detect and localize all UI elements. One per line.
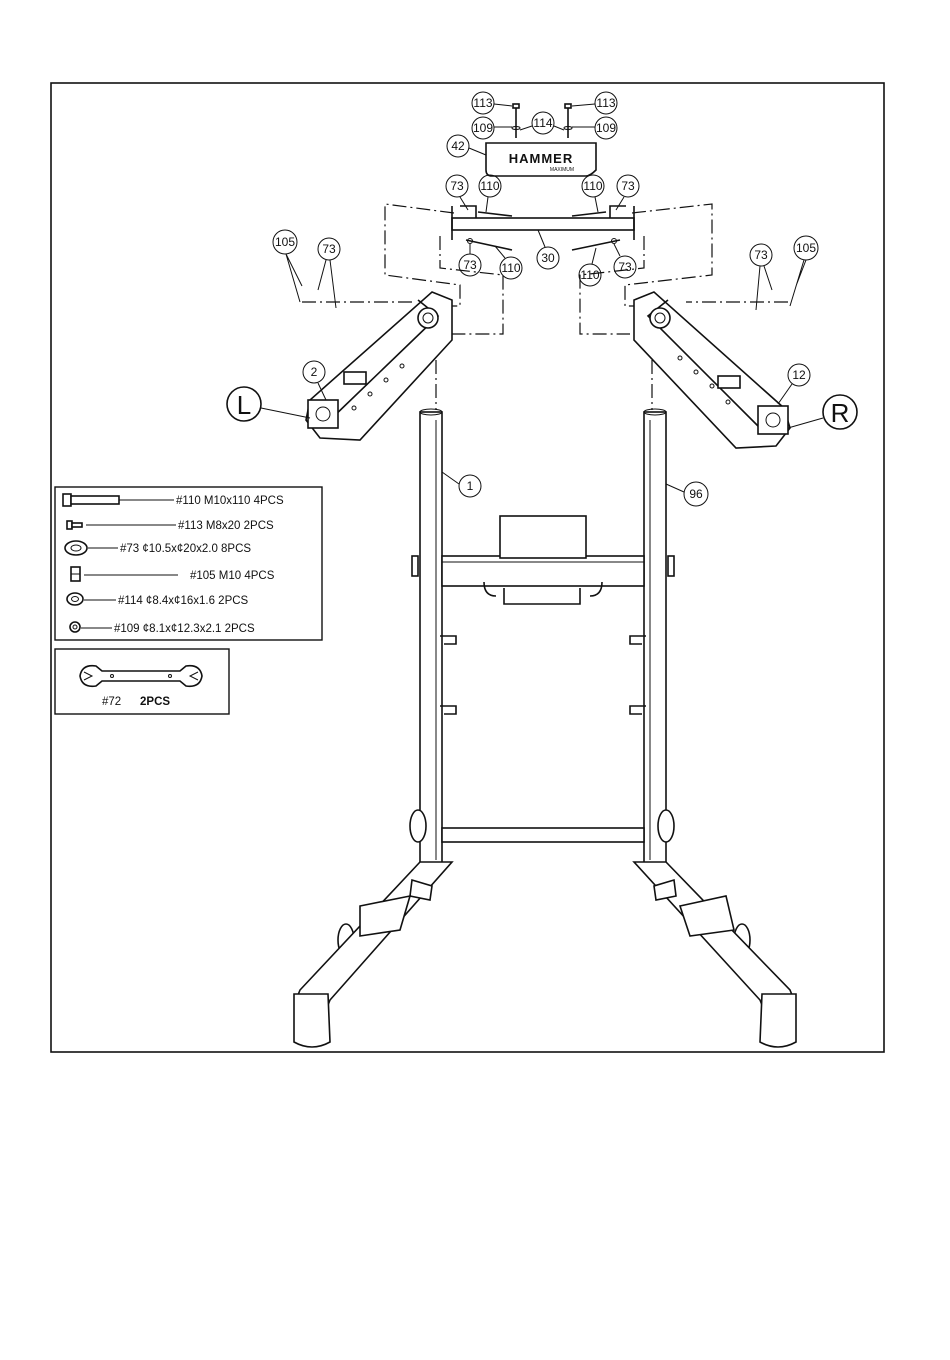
callout-96: 96 [666,482,708,506]
svg-text:#113 M8x20 2PCS: #113 M8x20 2PCS [178,520,274,532]
callout-105-right: 105 [790,236,818,306]
tool-box: #72 2PCS [55,649,229,714]
callout-73-left: 73 [318,238,340,308]
svg-text:110: 110 [580,268,599,282]
svg-text:73: 73 [618,260,632,274]
tool-qty: 2PCS [140,696,170,708]
j-hooks [440,636,646,714]
callout-105-left: 105 [273,230,302,302]
callout-109-right: 109 [572,117,617,139]
logo-text: HAMMER [509,151,574,166]
svg-text:109: 109 [473,121,493,135]
svg-text:73: 73 [450,179,464,193]
svg-text:110: 110 [583,179,602,193]
callout-109-left: 109 [472,117,512,139]
svg-text:73: 73 [463,258,477,272]
svg-text:110: 110 [480,179,499,193]
svg-text:73: 73 [754,248,768,262]
svg-text:73: 73 [621,179,635,193]
svg-text:109: 109 [596,121,616,135]
logo-subtext: MAXIMUM [550,167,574,173]
upright-1 [412,409,442,872]
tool-number: #72 [102,696,121,708]
callout-113-right: 113 [572,92,617,114]
hardware-list-box: #110 M10x110 4PCS #113 M8x20 2PCS #73 ¢1… [55,487,322,640]
logo-plate-42: HAMMER MAXIMUM [486,143,596,176]
svg-text:#73 ¢10.5x¢20x2.0 8PCS: #73 ¢10.5x¢20x2.0 8PCS [120,543,251,555]
callout-73-right: 73 [750,244,772,310]
upright-96 [644,409,674,872]
base-right-leg [634,862,796,1047]
callout-73-mid-left: 73 [459,244,481,276]
svg-text:#109 ¢8.1x¢12.3x2.1 2PCS: #109 ¢8.1x¢12.3x2.1 2PCS [114,623,255,635]
callout-110-top-left: 110 [479,175,501,212]
callout-30: 30 [537,230,559,269]
callout-73-mid-right: 73 [614,244,636,278]
callout-73-top-right: 73 [616,175,639,210]
callout-110-top-right: 110 [582,175,604,212]
svg-text:#114 ¢8.4x¢16x1.6 2PCS: #114 ¢8.4x¢16x1.6 2PCS [118,595,249,607]
svg-text:2: 2 [311,365,318,379]
svg-text:L: L [237,390,251,420]
svg-text:105: 105 [275,235,295,249]
svg-text:73: 73 [322,242,336,256]
svg-text:105: 105 [796,241,816,255]
callout-1: 1 [442,472,481,497]
left-side-marker: L [227,387,310,421]
svg-text:113: 113 [596,96,615,110]
right-side-marker: R [788,395,857,429]
svg-text:#105 M10 4PCS: #105 M10 4PCS [190,570,275,582]
callout-110-mid-right: 110 [579,248,601,286]
svg-text:110: 110 [501,261,520,275]
svg-text:12: 12 [792,368,806,382]
callout-113-left: 113 [472,92,512,114]
base-left-leg [294,862,452,1047]
callout-12: 12 [778,364,810,404]
svg-text:42: 42 [451,139,465,153]
svg-text:113: 113 [473,96,492,110]
callout-73-top-left: 73 [446,175,468,210]
svg-text:1: 1 [467,479,474,493]
svg-text:96: 96 [689,487,703,501]
callout-114: 114 [520,112,564,134]
svg-text:30: 30 [541,251,555,265]
svg-text:#110 M10x110 4PCS: #110 M10x110 4PCS [176,495,284,507]
svg-text:114: 114 [533,116,552,130]
cross-member-upper [442,516,644,604]
svg-text:R: R [831,398,850,428]
cross-member-lower [442,828,644,842]
